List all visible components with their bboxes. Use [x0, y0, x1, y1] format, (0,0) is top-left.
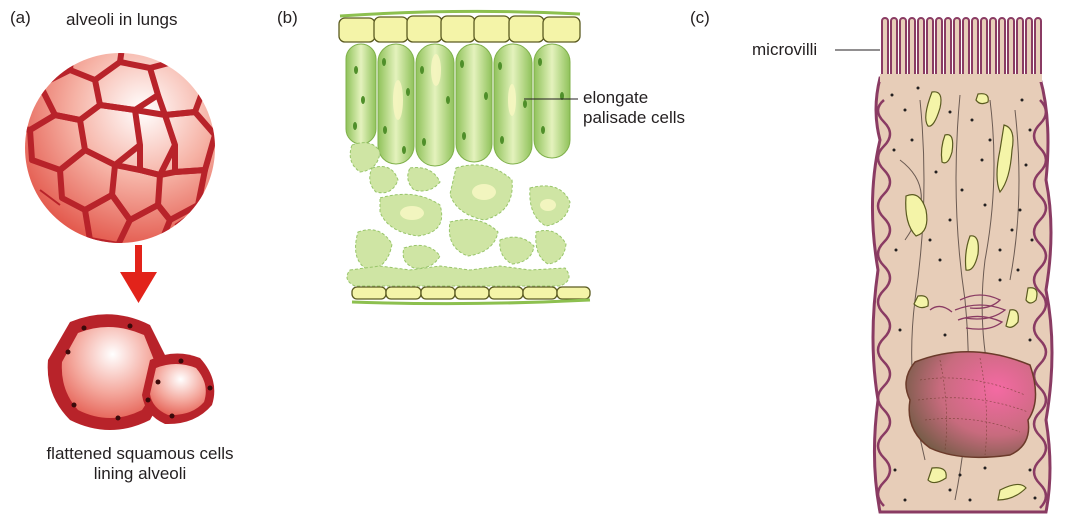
leaf-cross-section [339, 11, 590, 303]
epithelial-cell [872, 18, 1052, 512]
down-arrow-icon [120, 245, 157, 303]
squamous-cells [48, 314, 215, 430]
alveoli-sphere [20, 45, 222, 248]
nucleus [906, 352, 1036, 458]
